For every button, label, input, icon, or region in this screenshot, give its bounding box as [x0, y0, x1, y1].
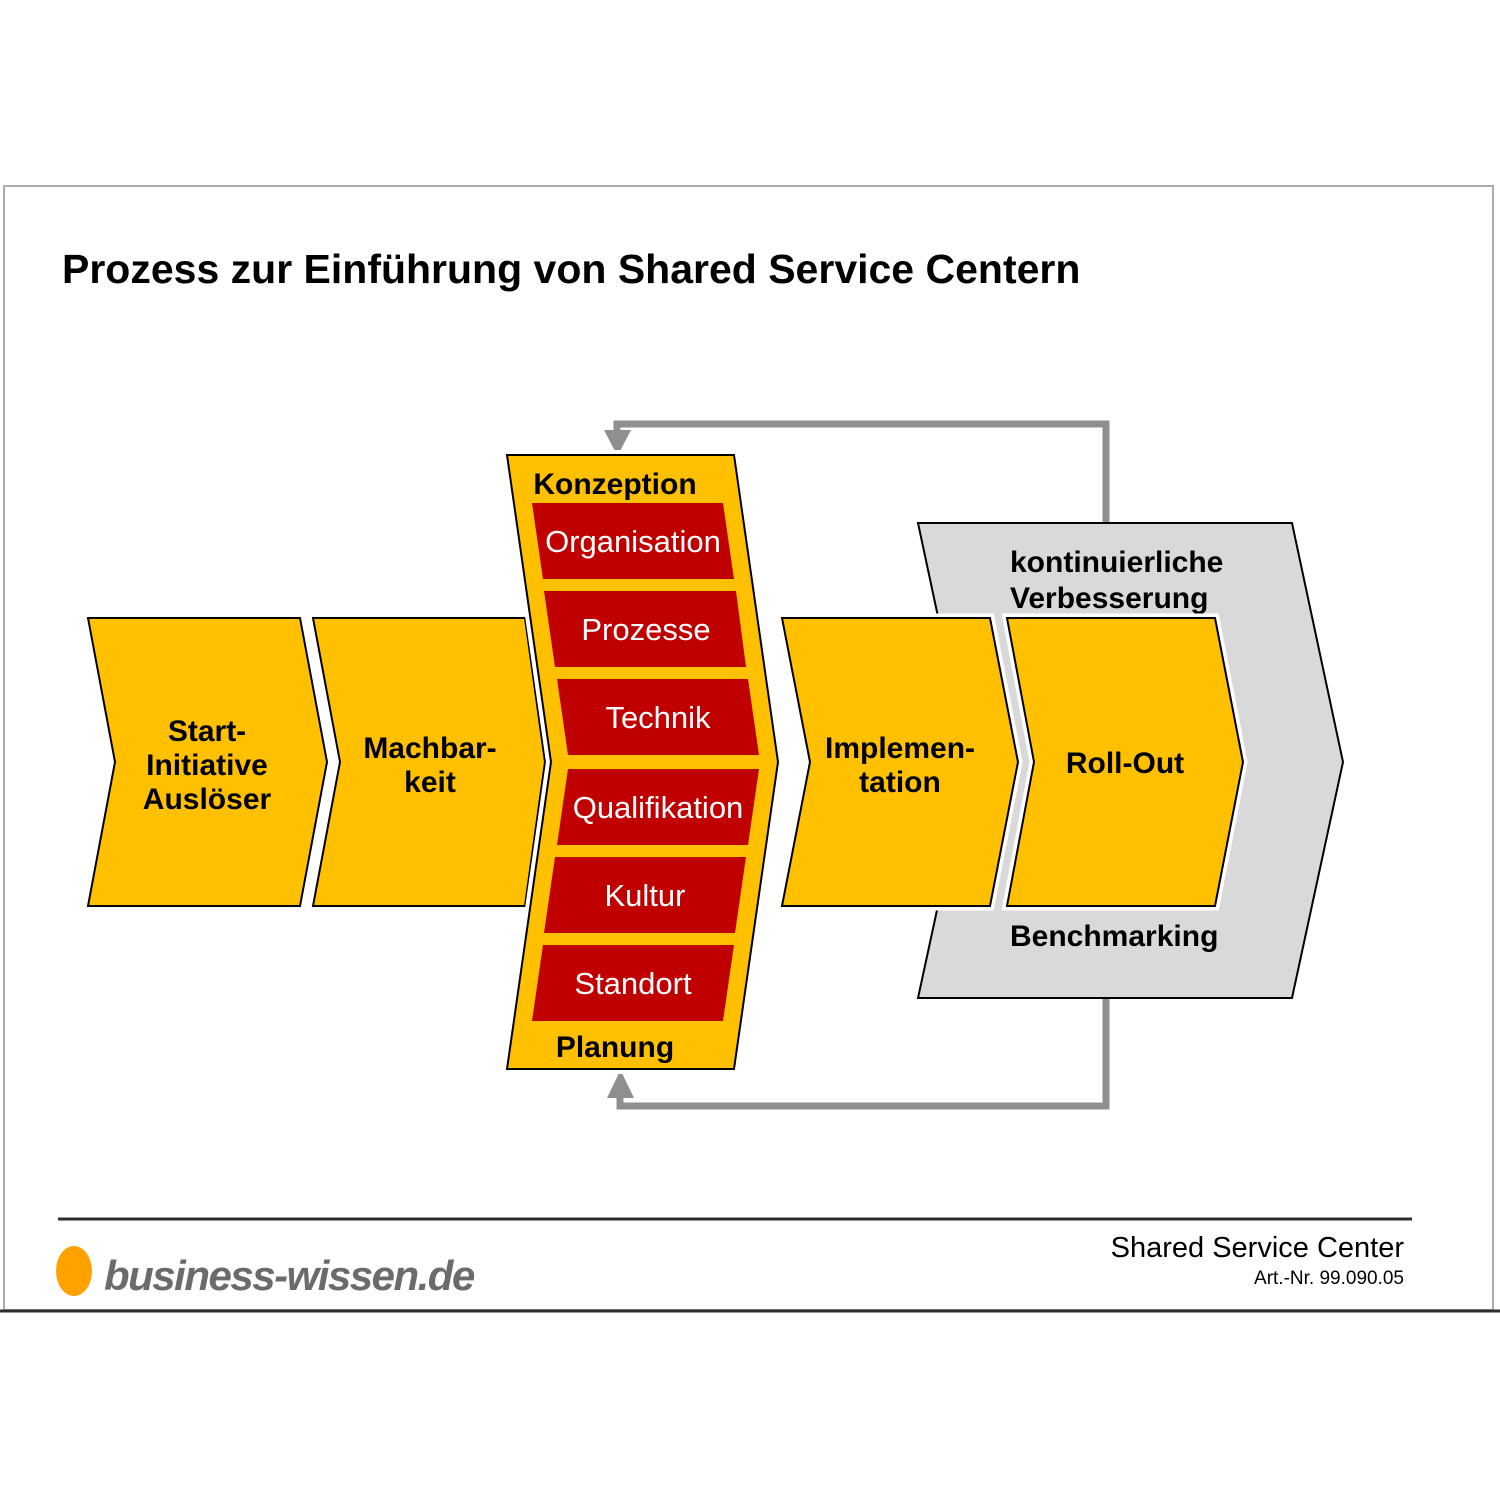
loop-arrowhead-down-icon: [604, 430, 631, 456]
red-box-qualifikation: [557, 769, 759, 845]
stage-label-start-line3: Auslöser: [143, 783, 272, 816]
page-title: Prozess zur Einführung von Shared Servic…: [62, 246, 1080, 292]
red-box-label-standort: Standort: [574, 966, 692, 1001]
benchmarking-label: Benchmarking: [1010, 920, 1218, 953]
stage-label-feasibility-line1: Machbar-: [363, 732, 496, 765]
footer-art-nr: Art.-Nr. 99.090.05: [1254, 1268, 1404, 1289]
improvement-label-line1: kontinuierliche: [1010, 546, 1223, 579]
red-box-label-qualifikation: Qualifikation: [573, 790, 744, 825]
stage-arrow-implementation: [780, 617, 1020, 907]
planung-footer-label: Planung: [556, 1031, 674, 1064]
red-box-standort: [532, 945, 734, 1021]
red-box-label-technik: Technik: [605, 700, 711, 735]
konzeption-header-label: Konzeption: [533, 468, 696, 501]
logo-text: business-wissen.de: [104, 1252, 475, 1299]
red-box-kultur: [544, 857, 746, 933]
stage-label-feasibility-line2: keit: [404, 766, 456, 799]
stage-label-rollout: Roll-Out: [1066, 747, 1184, 780]
red-box-organisation: [532, 503, 734, 579]
stage-arrow-rollout: [1005, 617, 1245, 907]
red-box-prozesse: [544, 591, 746, 667]
stage-label-implementation-line1: Implemen-: [825, 732, 975, 765]
stage-arrow-feasibility: [311, 617, 547, 907]
red-box-technik: [557, 679, 759, 755]
logo-dot-icon: [56, 1246, 92, 1296]
stage-arrow-start: [86, 617, 329, 907]
red-box-label-kultur: Kultur: [605, 878, 686, 913]
footer-doc-title: Shared Service Center: [1111, 1232, 1405, 1264]
stage-label-implementation-line2: tation: [859, 766, 941, 799]
red-box-label-organisation: Organisation: [545, 524, 721, 559]
stage-label-start-line1: Start-: [168, 715, 246, 748]
red-box-label-prozesse: Prozesse: [581, 612, 710, 647]
loop-arrowhead-up-icon: [607, 1070, 634, 1098]
stage-label-start-line2: Initiative: [146, 749, 268, 782]
improvement-label-line2: Verbesserung: [1010, 582, 1208, 615]
